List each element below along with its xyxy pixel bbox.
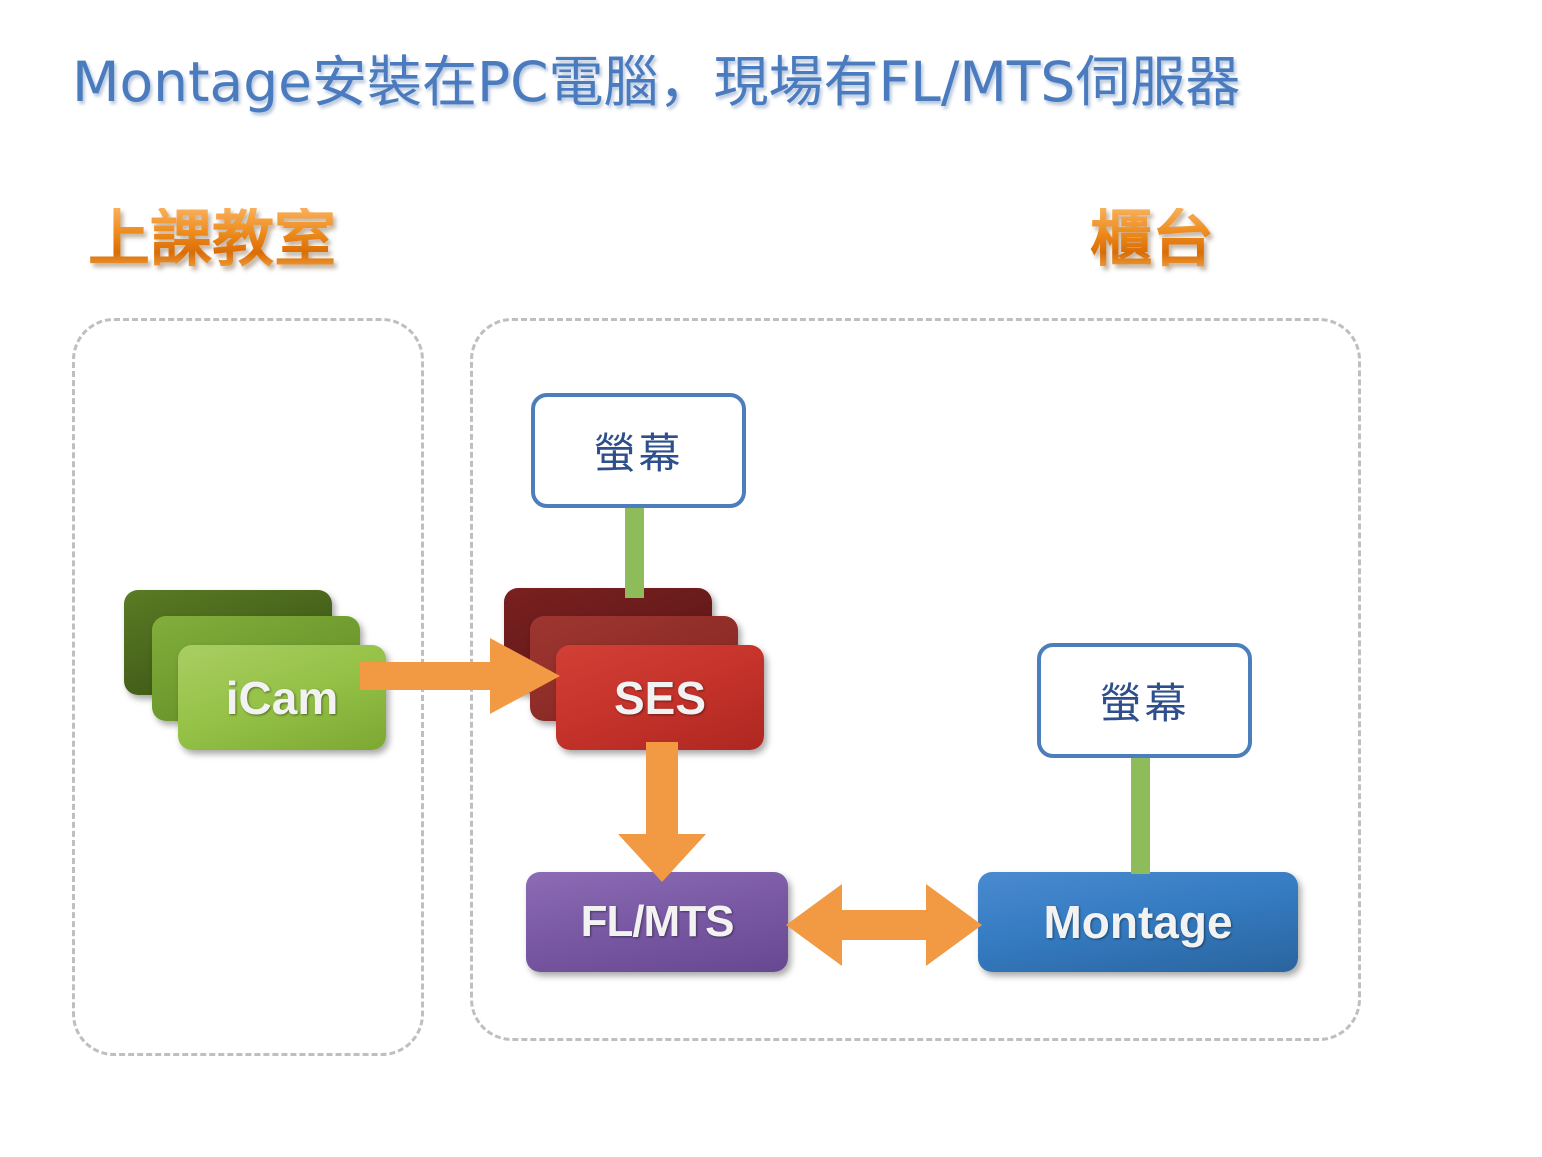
connector-flmts-to-montage-arrow [786, 884, 982, 966]
page-title: Montage安裝在PC電腦，現場有FL/MTS伺服器 [72, 50, 1241, 114]
node-icam[interactable]: iCam [178, 645, 386, 750]
connector-icam-to-ses-arrow [360, 638, 560, 714]
connector-ses-to-flmts-arrow [618, 742, 706, 882]
connector-screen-ses-line [625, 498, 644, 598]
connector-screen-montage-line [1131, 748, 1150, 874]
node-screen-montage[interactable]: 螢幕 [1037, 643, 1252, 758]
node-screen-ses[interactable]: 螢幕 [531, 393, 746, 508]
zone-classroom-label: 上課教室 [88, 202, 337, 275]
node-ses[interactable]: SES [556, 645, 764, 750]
zone-counter-label: 櫃台 [1090, 202, 1215, 275]
node-montage[interactable]: Montage [978, 872, 1298, 972]
node-flmts[interactable]: FL/MTS [526, 872, 788, 972]
